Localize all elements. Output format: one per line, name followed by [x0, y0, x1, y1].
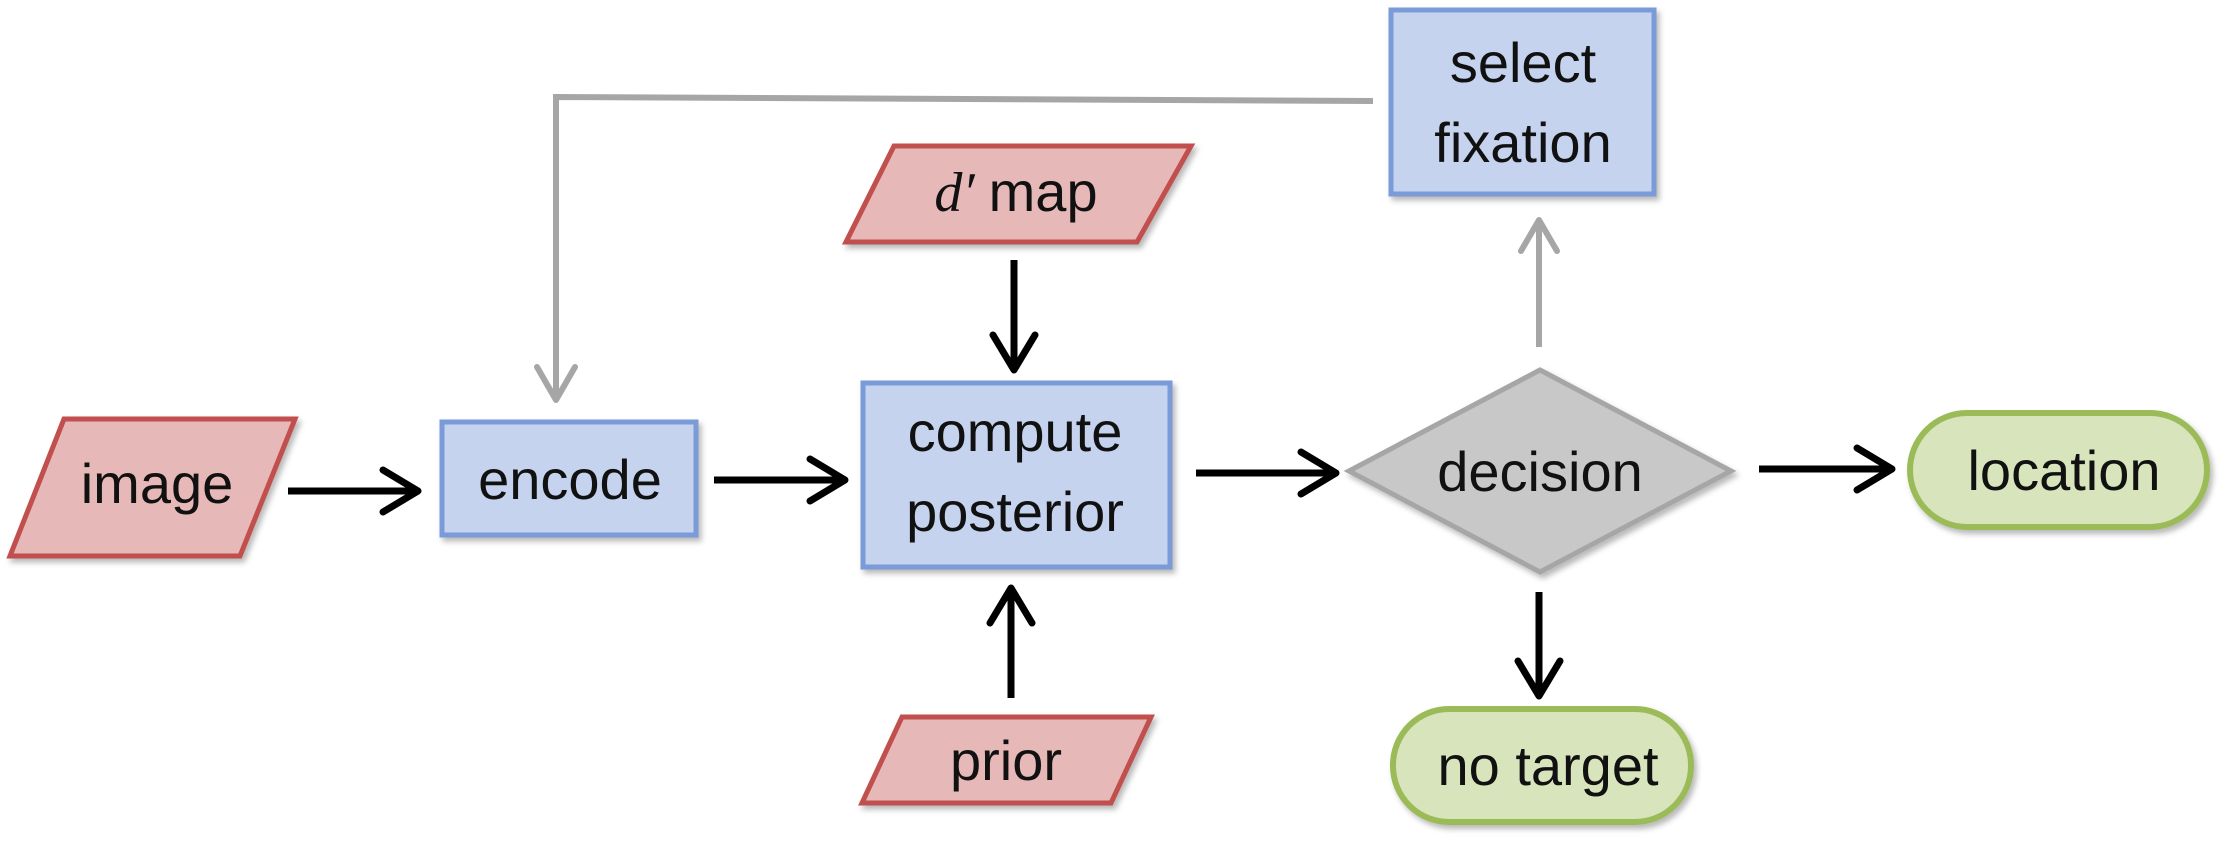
edge-decision-to-no-target — [1514, 592, 1564, 700]
node-location-label: location — [1967, 439, 2160, 502]
edge-dprime-map-to-compute-posterior — [989, 260, 1039, 374]
edge-encode-to-compute-posterior — [714, 455, 849, 505]
node-encode: encode — [439, 419, 699, 538]
node-prior: prior — [858, 714, 1155, 806]
node-prior-label: prior — [950, 729, 1062, 792]
node-location: location — [1907, 410, 2210, 530]
node-compute-posterior: compute posterior — [860, 380, 1173, 570]
edge-compute-posterior-to-decision — [1196, 448, 1340, 498]
node-image-label: image — [81, 452, 234, 515]
node-decision: decision — [1343, 367, 1737, 575]
node-dprime-map-label: d′map — [934, 160, 1097, 224]
edge-image-to-encode — [288, 466, 422, 516]
edge-decision-to-select-fixation — [1518, 217, 1560, 347]
node-select-fixation: select fixation — [1388, 7, 1657, 197]
node-no-target: no target — [1390, 706, 1694, 825]
node-select-fixation-line1: select — [1450, 31, 1597, 94]
node-compute-posterior-line1: compute — [908, 400, 1123, 463]
node-encode-label: encode — [478, 448, 662, 511]
edge-decision-to-location — [1759, 444, 1896, 494]
node-no-target-label: no target — [1437, 734, 1658, 797]
node-dprime-map: d′map — [841, 143, 1196, 245]
node-compute-posterior-line2: posterior — [906, 480, 1124, 543]
node-decision-label: decision — [1437, 440, 1642, 503]
node-select-fixation-line2: fixation — [1434, 111, 1611, 174]
node-image: image — [6, 416, 299, 559]
dprime-map-word: map — [989, 160, 1098, 223]
edge-select-fixation-to-encode — [534, 93, 1374, 403]
edge-prior-to-compute-posterior — [986, 584, 1036, 698]
dprime-symbol: d′ — [934, 162, 975, 224]
